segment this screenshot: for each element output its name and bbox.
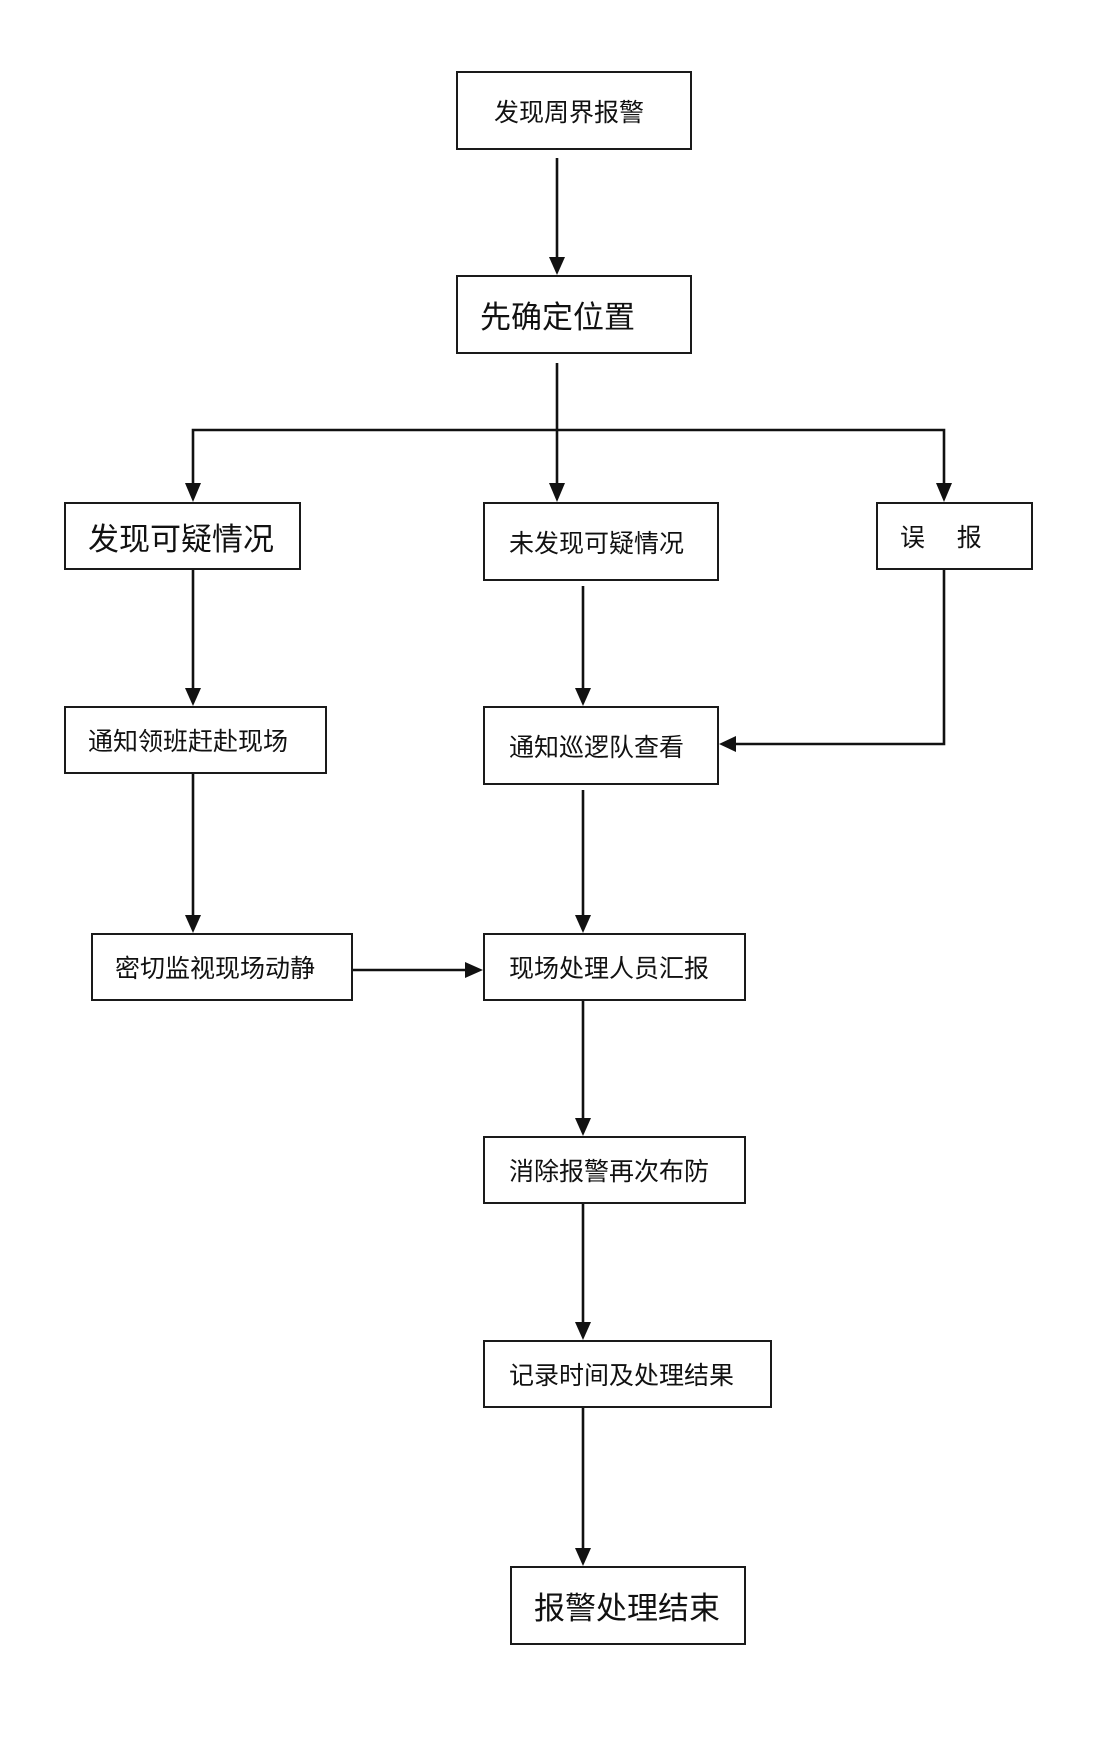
node-label: 通知巡逻队查看 (509, 732, 685, 762)
node-monitor-scene: 密切监视现场动静 (91, 933, 353, 1001)
node-label: 通知领班赶赴现场 (88, 727, 289, 756)
arrowhead (575, 1118, 591, 1136)
node-notify-leader: 通知领班赶赴现场 (64, 706, 327, 774)
edge-confirm-to-suspicious (191, 428, 946, 483)
node-label: 报警处理结束 (534, 1591, 720, 1627)
node-alarm-found: 发现周界报警 (456, 71, 692, 150)
arrowhead (719, 736, 736, 752)
node-report-handler: 现场处理人员汇报 (483, 933, 746, 1001)
node-suspicious-found: 发现可疑情况 (64, 502, 301, 570)
node-label: 先确定位置 (480, 300, 635, 336)
arrowhead (936, 483, 952, 502)
node-no-suspicious: 未发现可疑情况 (483, 502, 719, 581)
arrowhead (575, 1322, 591, 1340)
arrowhead (575, 1548, 591, 1566)
node-notify-patrol: 通知巡逻队查看 (483, 706, 719, 785)
node-label: 消除报警再次布防 (509, 1157, 710, 1186)
node-label: 发现周界报警 (494, 97, 645, 127)
arrowhead (465, 962, 483, 978)
node-false-alarm: 误 报 (876, 502, 1033, 570)
node-label: 误 报 (900, 523, 982, 552)
arrowhead (185, 915, 201, 933)
node-label: 发现可疑情况 (88, 521, 274, 558)
arrowhead (185, 483, 201, 502)
arrowhead (549, 257, 565, 275)
node-label: 密切监视现场动静 (115, 954, 316, 983)
node-record-result: 记录时间及处理结果 (483, 1340, 772, 1408)
arrowhead (575, 688, 591, 706)
arrowhead (185, 688, 201, 706)
node-clear-rearm: 消除报警再次布防 (483, 1136, 746, 1204)
node-label: 未发现可疑情况 (509, 528, 685, 558)
node-confirm-location: 先确定位置 (456, 275, 692, 354)
edge-falsealarm-to-patrol (736, 570, 946, 746)
arrowhead (549, 483, 565, 502)
node-label: 记录时间及处理结果 (509, 1361, 735, 1390)
node-label: 现场处理人员汇报 (509, 954, 710, 983)
node-alarm-done: 报警处理结束 (510, 1566, 746, 1645)
arrowhead (575, 915, 591, 933)
